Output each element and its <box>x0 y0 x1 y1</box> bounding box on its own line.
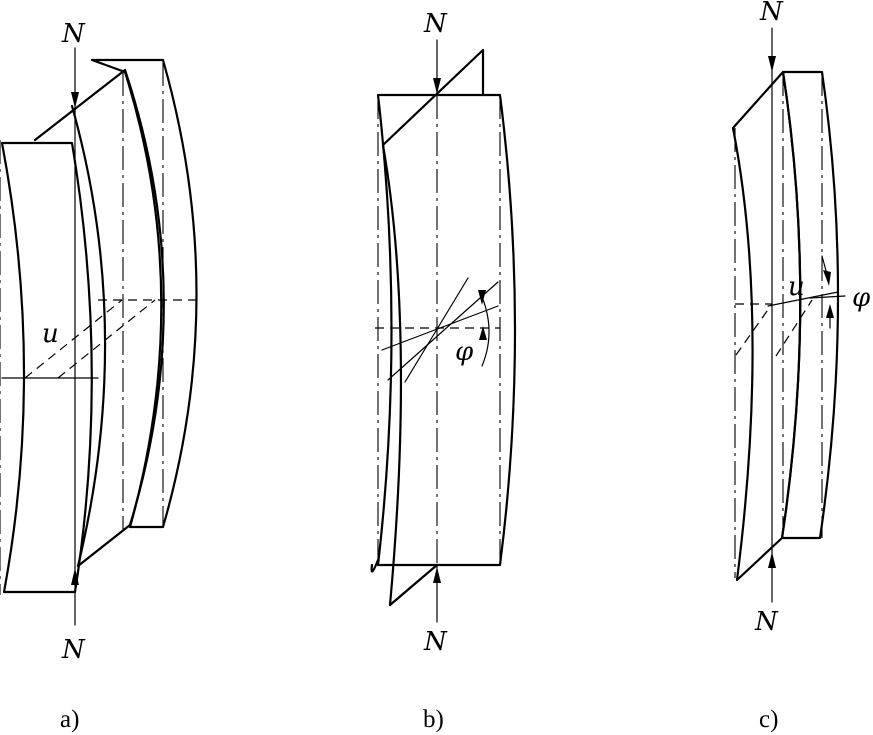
fig-b-rear-plate <box>376 93 517 567</box>
fig-b-rotation-line-2 <box>381 305 499 351</box>
fig-a-caption: a) <box>60 706 79 733</box>
fig-c-twist-line <box>767 291 839 307</box>
fig-c-deflection-label: u <box>788 272 805 302</box>
fig-b-arc-arrowhead-top <box>478 290 486 305</box>
fig-b-bottom-force-label: N <box>423 627 448 657</box>
figure-b-torsional-buckling: N N φ b) <box>370 9 517 733</box>
fig-c-caption: c) <box>759 706 778 733</box>
fig-b-rotation-label: φ <box>455 337 474 367</box>
fig-c-front-plate <box>731 70 802 582</box>
fig-c-rotation-arrowhead-top <box>823 270 831 286</box>
fig-c-diagonal-dashed-2 <box>775 299 813 357</box>
fig-b-caption: b) <box>423 706 444 733</box>
fig-a-deflection-label: u <box>42 319 59 349</box>
fig-b-front-edge <box>370 558 380 573</box>
fig-b-rotation-line-3 <box>404 277 469 383</box>
fig-b-bottom-arrowhead <box>433 567 441 583</box>
fig-b-rotation-arc <box>479 291 490 367</box>
fig-c-twist-line-2 <box>809 295 846 299</box>
fig-c-rotation-label: φ <box>852 283 871 313</box>
fig-a-deflection-line-2 <box>57 299 156 379</box>
fig-c-top-force-label: N <box>759 0 784 27</box>
fig-a-bottom-arrowhead <box>71 568 79 585</box>
fig-b-arc-arrowhead-bottom <box>479 326 487 340</box>
fig-c-diagonal-dashed-1 <box>735 303 773 356</box>
fig-c-bottom-arrowhead <box>768 552 776 568</box>
figure-a-flexural-buckling: N N u a) <box>0 19 198 733</box>
fig-a-top-force-label: N <box>61 19 86 49</box>
fig-b-rotation-line-1 <box>387 281 499 381</box>
figure-c-flexural-torsional-buckling: N N u φ c) <box>731 0 871 733</box>
fig-b-front-plate <box>381 143 403 607</box>
fig-a-back-plate <box>90 58 198 529</box>
fig-b-top-flange <box>381 48 485 147</box>
fig-a-deflection-line-1 <box>24 299 123 379</box>
fig-b-bottom-flange <box>388 563 439 607</box>
fig-c-rotation-arrowhead-bottom <box>826 304 834 318</box>
fig-a-bottom-force-label: N <box>61 635 86 665</box>
fig-a-front-plate <box>0 141 93 594</box>
fig-c-bottom-force-label: N <box>754 607 779 637</box>
fig-a-top-arrowhead <box>71 92 79 108</box>
fig-c-top-arrowhead <box>768 56 776 72</box>
fig-b-top-force-label: N <box>423 9 448 39</box>
fig-a-middle-plate <box>33 68 165 568</box>
fig-b-top-arrowhead <box>433 78 441 94</box>
